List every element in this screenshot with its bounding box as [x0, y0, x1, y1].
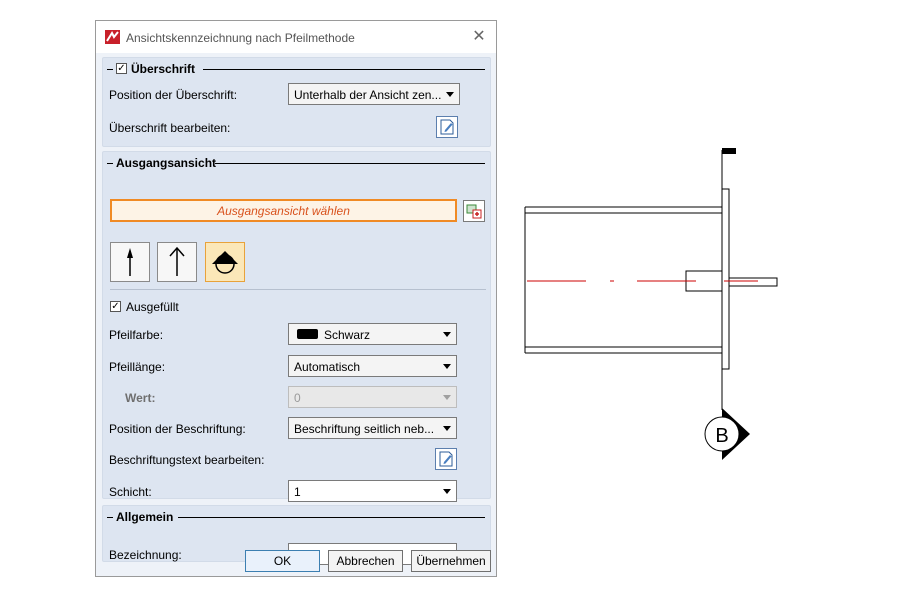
position-ueberschrift-value: Unterhalb der Ansicht zen...: [294, 88, 442, 102]
group-ueberschrift: ✓ Überschrift Position der Überschrift: …: [102, 57, 491, 147]
chevron-down-icon: [446, 92, 454, 97]
arrow-style-open-button[interactable]: [157, 242, 197, 282]
ausgangsansicht-select-button[interactable]: Ausgangsansicht wählen: [110, 199, 457, 222]
value-label: Wert:: [125, 391, 156, 405]
arrow-color-value: Schwarz: [324, 328, 371, 342]
label-position-label: Position der Beschriftung:: [109, 422, 246, 436]
pick-view-icon: [466, 204, 482, 219]
label-text-edit-label: Beschriftungstext bearbeiten:: [109, 453, 265, 467]
arrow-open-icon: [169, 246, 185, 276]
group-line-right: [203, 69, 485, 70]
pick-view-button[interactable]: [463, 200, 485, 222]
group-line-right: [215, 163, 485, 164]
filled-checkbox[interactable]: ✓: [110, 301, 121, 312]
separator: [110, 289, 486, 290]
dialog-title: Ansichtskennzeichnung nach Pfeilmethode: [126, 31, 355, 45]
edit-document-icon: [440, 119, 454, 135]
apply-button[interactable]: Übernehmen: [411, 550, 491, 572]
ok-button[interactable]: OK: [245, 550, 320, 572]
chevron-down-icon: [443, 332, 451, 337]
arrow-color-label: Pfeilfarbe:: [109, 328, 164, 342]
position-ueberschrift-select[interactable]: Unterhalb der Ansicht zen...: [288, 83, 460, 105]
label-position-value: Beschriftung seitlich neb...: [294, 422, 435, 436]
ueberschrift-edit-button[interactable]: [436, 116, 458, 138]
group-line-left: [107, 517, 113, 518]
arrow-style-circle-button[interactable]: [205, 242, 245, 282]
edit-document-icon: [439, 451, 453, 467]
chevron-down-icon: [443, 364, 451, 369]
label-text-edit-button[interactable]: [435, 448, 457, 470]
chevron-down-icon: [443, 395, 451, 400]
arrow-filled-icon: [127, 248, 133, 276]
arrow-length-value: Automatisch: [294, 360, 361, 374]
group-line-right: [178, 517, 485, 518]
layer-value: 1: [294, 485, 301, 499]
group-title-ausgangsansicht: Ausgangsansicht: [116, 156, 217, 170]
layer-select[interactable]: 1: [288, 480, 457, 502]
ueberschrift-edit-label: Überschrift bearbeiten:: [109, 121, 231, 135]
group-line-left: [107, 163, 113, 164]
arrow-circle-icon: [212, 251, 238, 274]
color-swatch: [297, 329, 318, 339]
group-header-ausgangsansicht: Ausgangsansicht: [103, 156, 490, 172]
filled-label: Ausgefüllt: [126, 300, 179, 314]
position-ueberschrift-label: Position der Überschrift:: [109, 88, 238, 102]
close-icon[interactable]: ✕: [472, 28, 486, 45]
app-logo-icon: [105, 30, 120, 44]
group-header-allgemein: Allgemein: [103, 510, 490, 526]
chevron-down-icon: [443, 489, 451, 494]
group-title-allgemein: Allgemein: [116, 510, 174, 524]
title-bar: Ansichtskennzeichnung nach Pfeilmethode …: [96, 21, 496, 53]
arrow-color-select[interactable]: Schwarz: [288, 323, 457, 345]
arrow-style-filled-button[interactable]: [110, 242, 150, 282]
layer-label: Schicht:: [109, 485, 152, 499]
label-position-select[interactable]: Beschriftung seitlich neb...: [288, 417, 457, 439]
chevron-down-icon: [443, 426, 451, 431]
value-value: 0: [294, 391, 301, 405]
ausgangsansicht-select-label: Ausgangsansicht wählen: [217, 204, 350, 218]
arrow-length-select[interactable]: Automatisch: [288, 355, 457, 377]
group-header-ueberschrift: ✓ Überschrift: [103, 62, 490, 78]
designation-label: Bezeichnung:: [109, 548, 182, 562]
dialog-window: Ansichtskennzeichnung nach Pfeilmethode …: [95, 20, 497, 577]
arrow-length-label: Pfeillänge:: [109, 360, 166, 374]
drawing-geometry: [524, 148, 778, 410]
value-select: 0: [288, 386, 457, 408]
view-label: B: [715, 425, 728, 447]
cancel-button[interactable]: Abbrechen: [328, 550, 403, 572]
group-line-left: [107, 69, 113, 70]
group-title-ueberschrift: Überschrift: [131, 62, 196, 76]
view-marker: [704, 408, 750, 460]
ueberschrift-checkbox[interactable]: ✓: [116, 63, 127, 74]
